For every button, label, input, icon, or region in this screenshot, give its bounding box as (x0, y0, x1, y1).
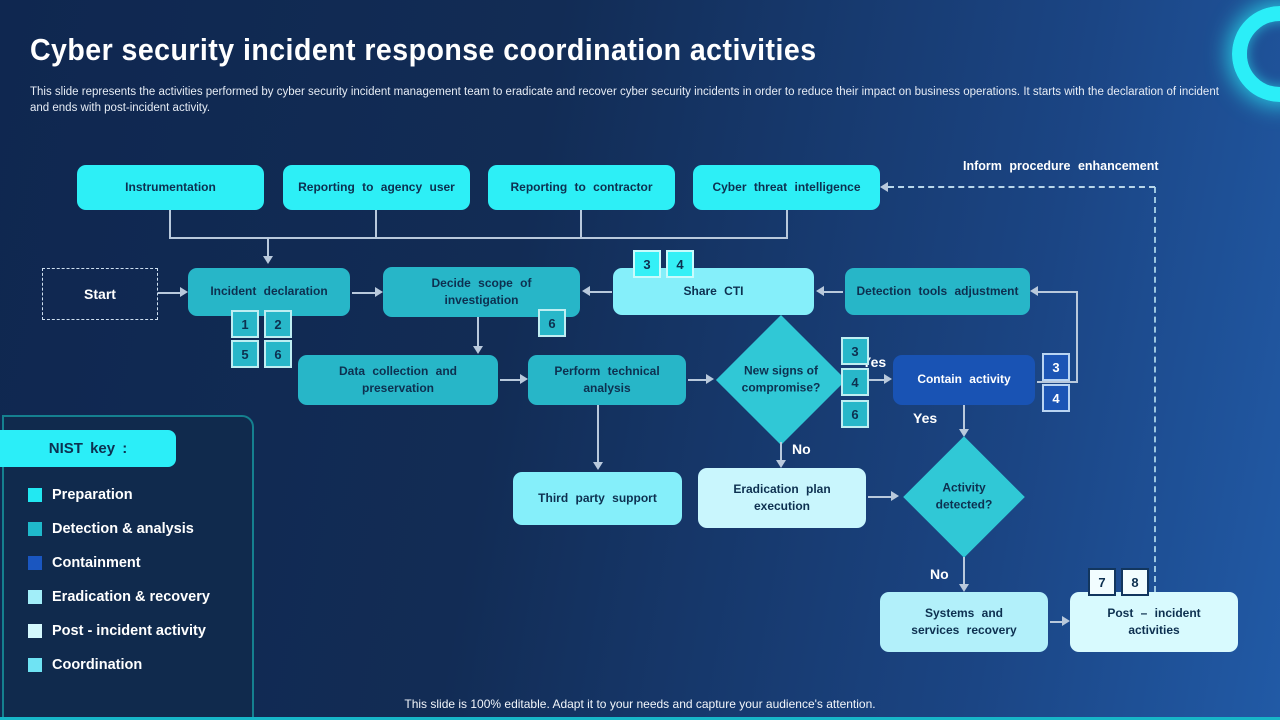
arrow-down-icon (263, 256, 273, 264)
connector (590, 291, 612, 293)
legend-swatch (28, 488, 42, 502)
connector (1038, 291, 1078, 293)
connector (963, 557, 965, 586)
footer-note: This slide is 100% editable. Adapt it to… (404, 697, 876, 711)
legend-swatch (28, 556, 42, 570)
step-badge: 2 (264, 310, 292, 338)
connector (267, 238, 269, 256)
label-yes: Yes (913, 410, 938, 426)
node-eradication-plan[interactable]: Eradication plan execution (698, 468, 866, 528)
step-badge: 5 (231, 340, 259, 368)
arrow-right-icon (520, 374, 528, 384)
step-badge: 6 (538, 309, 566, 337)
connector (169, 237, 788, 239)
legend-swatch (28, 522, 42, 536)
legend-item-post-incident-activity: Post - incident activity (28, 621, 206, 641)
dashed-connector (888, 186, 1155, 188)
node-decide-scope[interactable]: Decide scope of investigation (383, 267, 580, 317)
node-technical-analysis[interactable]: Perform technical analysis (528, 355, 686, 405)
connector (500, 379, 521, 381)
connector (868, 496, 892, 498)
connector (786, 210, 788, 238)
step-badge: 3 (633, 250, 661, 278)
connector (824, 291, 843, 293)
arrow-down-icon (959, 584, 969, 592)
legend-item-preparation: Preparation (28, 485, 133, 505)
step-badge: 4 (666, 250, 694, 278)
arrow-down-icon (473, 346, 483, 354)
arrow-right-icon (180, 287, 188, 297)
dashed-connector (1154, 187, 1156, 592)
arrow-left-icon (816, 286, 824, 296)
connector (580, 210, 582, 238)
step-badge: 8 (1121, 568, 1149, 596)
node-instrumentation[interactable]: Instrumentation (77, 165, 264, 210)
node-reporting-contractor[interactable]: Reporting to contractor (488, 165, 675, 210)
connector (597, 405, 599, 463)
nist-key-header: NIST key : (0, 430, 176, 467)
bottom-accent-line (0, 717, 1280, 720)
node-reporting-agency-user[interactable]: Reporting to agency user (283, 165, 470, 210)
connector (158, 292, 181, 294)
connector (780, 442, 782, 462)
decision-activity-detected[interactable]: Activity detected? (899, 436, 1029, 558)
node-incident-declaration[interactable]: Incident declaration (188, 268, 350, 316)
step-badge: 3 (841, 337, 869, 365)
connector (169, 210, 171, 238)
node-contain-activity[interactable]: Contain activity (893, 355, 1035, 405)
slide-description: This slide represents the activities per… (30, 86, 1219, 114)
node-third-party-support[interactable]: Third party support (513, 472, 682, 525)
legend-item-containment: Containment (28, 553, 141, 573)
arrow-right-icon (891, 491, 899, 501)
label-no: No (930, 566, 949, 582)
label-no: No (792, 441, 811, 457)
step-badge: 6 (264, 340, 292, 368)
node-data-collection[interactable]: Data collection and preservation (298, 355, 498, 405)
connector (1037, 381, 1078, 383)
node-post-incident-activities[interactable]: Post – incident activities (1070, 592, 1238, 652)
node-systems-recovery[interactable]: Systems and services recovery (880, 592, 1048, 652)
page-title: Cyber security incident response coordin… (30, 32, 817, 67)
node-start[interactable]: Start (42, 268, 158, 320)
step-badge: 4 (841, 368, 869, 396)
arrow-right-icon (1062, 616, 1070, 626)
connector (352, 292, 376, 294)
arrow-right-icon (375, 287, 383, 297)
step-badge: 3 (1042, 353, 1070, 381)
connector (1076, 292, 1078, 382)
legend-item-coordination: Coordination (28, 655, 142, 675)
arrow-right-icon (884, 374, 892, 384)
arrow-right-icon (706, 374, 714, 384)
decorative-ring (1232, 6, 1280, 102)
arrow-left-icon (1030, 286, 1038, 296)
legend-swatch (28, 624, 42, 638)
step-badge: 6 (841, 400, 869, 428)
connector (477, 317, 479, 347)
label-inform-procedure: Inform procedure enhancement (963, 159, 1159, 173)
node-detection-tools-adjustment[interactable]: Detection tools adjustment (845, 268, 1030, 315)
legend-swatch (28, 658, 42, 672)
legend-item-eradication-recovery: Eradication & recovery (28, 587, 210, 607)
arrow-down-icon (776, 460, 786, 468)
connector (688, 379, 707, 381)
arrow-left-icon (880, 182, 888, 192)
step-badge: 1 (231, 310, 259, 338)
step-badge: 7 (1088, 568, 1116, 596)
connector (963, 405, 965, 431)
step-badge: 4 (1042, 384, 1070, 412)
connector (375, 210, 377, 238)
arrow-down-icon (593, 462, 603, 470)
legend-item-detection-analysis: Detection & analysis (28, 519, 194, 539)
legend-swatch (28, 590, 42, 604)
decision-new-signs-of-compromise[interactable]: New signs of compromise? (714, 314, 848, 446)
arrow-left-icon (582, 286, 590, 296)
node-cyber-threat-intelligence[interactable]: Cyber threat intelligence (693, 165, 880, 210)
arrow-down-icon (959, 429, 969, 437)
connector (1050, 621, 1063, 623)
